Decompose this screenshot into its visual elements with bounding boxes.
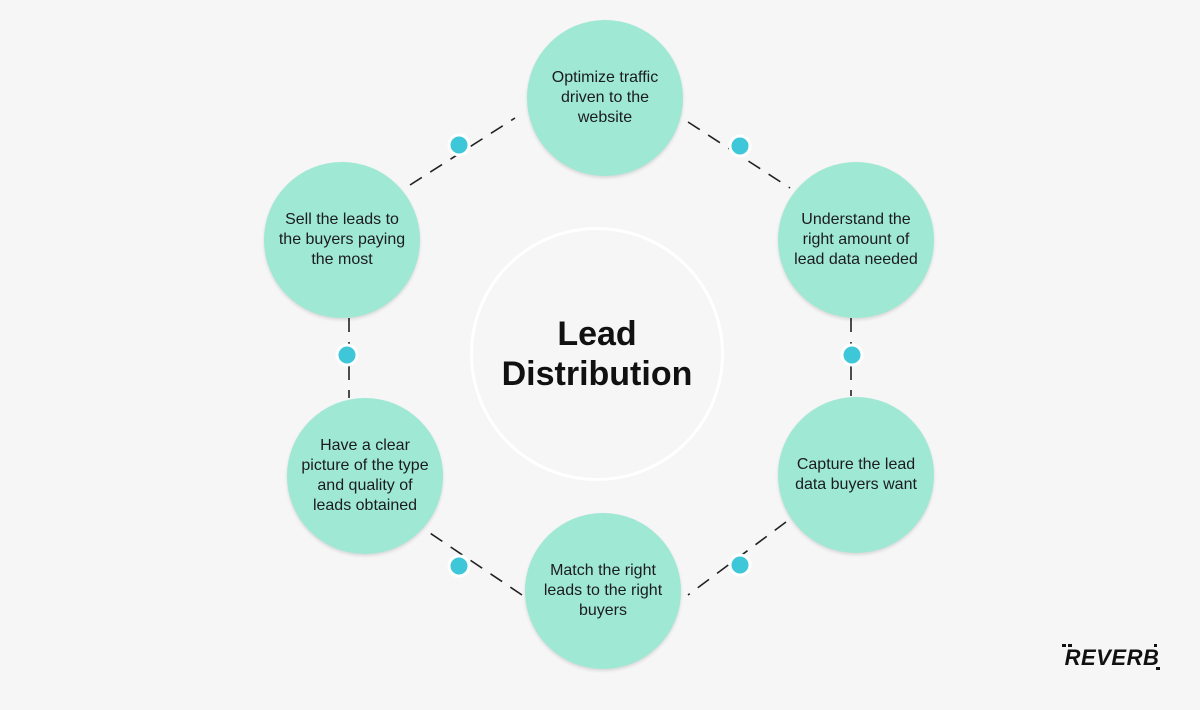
step-label: Sell the leads to the buyers paying the … [278,211,406,268]
center-title-line: Lead [557,315,637,353]
step-label: Capture the lead data buyers want [795,456,917,493]
step-label: Match the right leads to the right buyer… [543,562,663,619]
node-dot [728,134,752,158]
node-dot [840,343,864,367]
step-label: Have a clear picture of the type and qua… [301,437,429,514]
step-match-leads: Match the right leads to the right buyer… [525,513,681,669]
step-label: Optimize traffic driven to the website [551,69,659,126]
step-optimize-traffic: Optimize traffic driven to the website [527,20,683,176]
node-dot [335,343,359,367]
connector-top-left [409,117,516,186]
center-title: Lead Distribution [497,314,697,394]
center-hub: Lead Distribution [470,227,724,481]
step-label: Understand the right amount of lead data… [794,211,918,268]
step-lead-quality: Have a clear picture of the type and qua… [287,398,443,554]
connector-bottom-left [417,524,523,596]
logo-wordmark: REVERB [1065,645,1160,670]
reverb-logo: REVERB [1062,644,1160,670]
step-capture-data: Capture the lead data buyers want [778,397,934,553]
center-title-line: Distribution [501,355,693,393]
step-sell-leads: Sell the leads to the buyers paying the … [264,162,420,318]
node-dot [728,553,752,577]
step-understand-data: Understand the right amount of lead data… [778,162,934,318]
node-dot [447,554,471,578]
node-dot [447,133,471,157]
